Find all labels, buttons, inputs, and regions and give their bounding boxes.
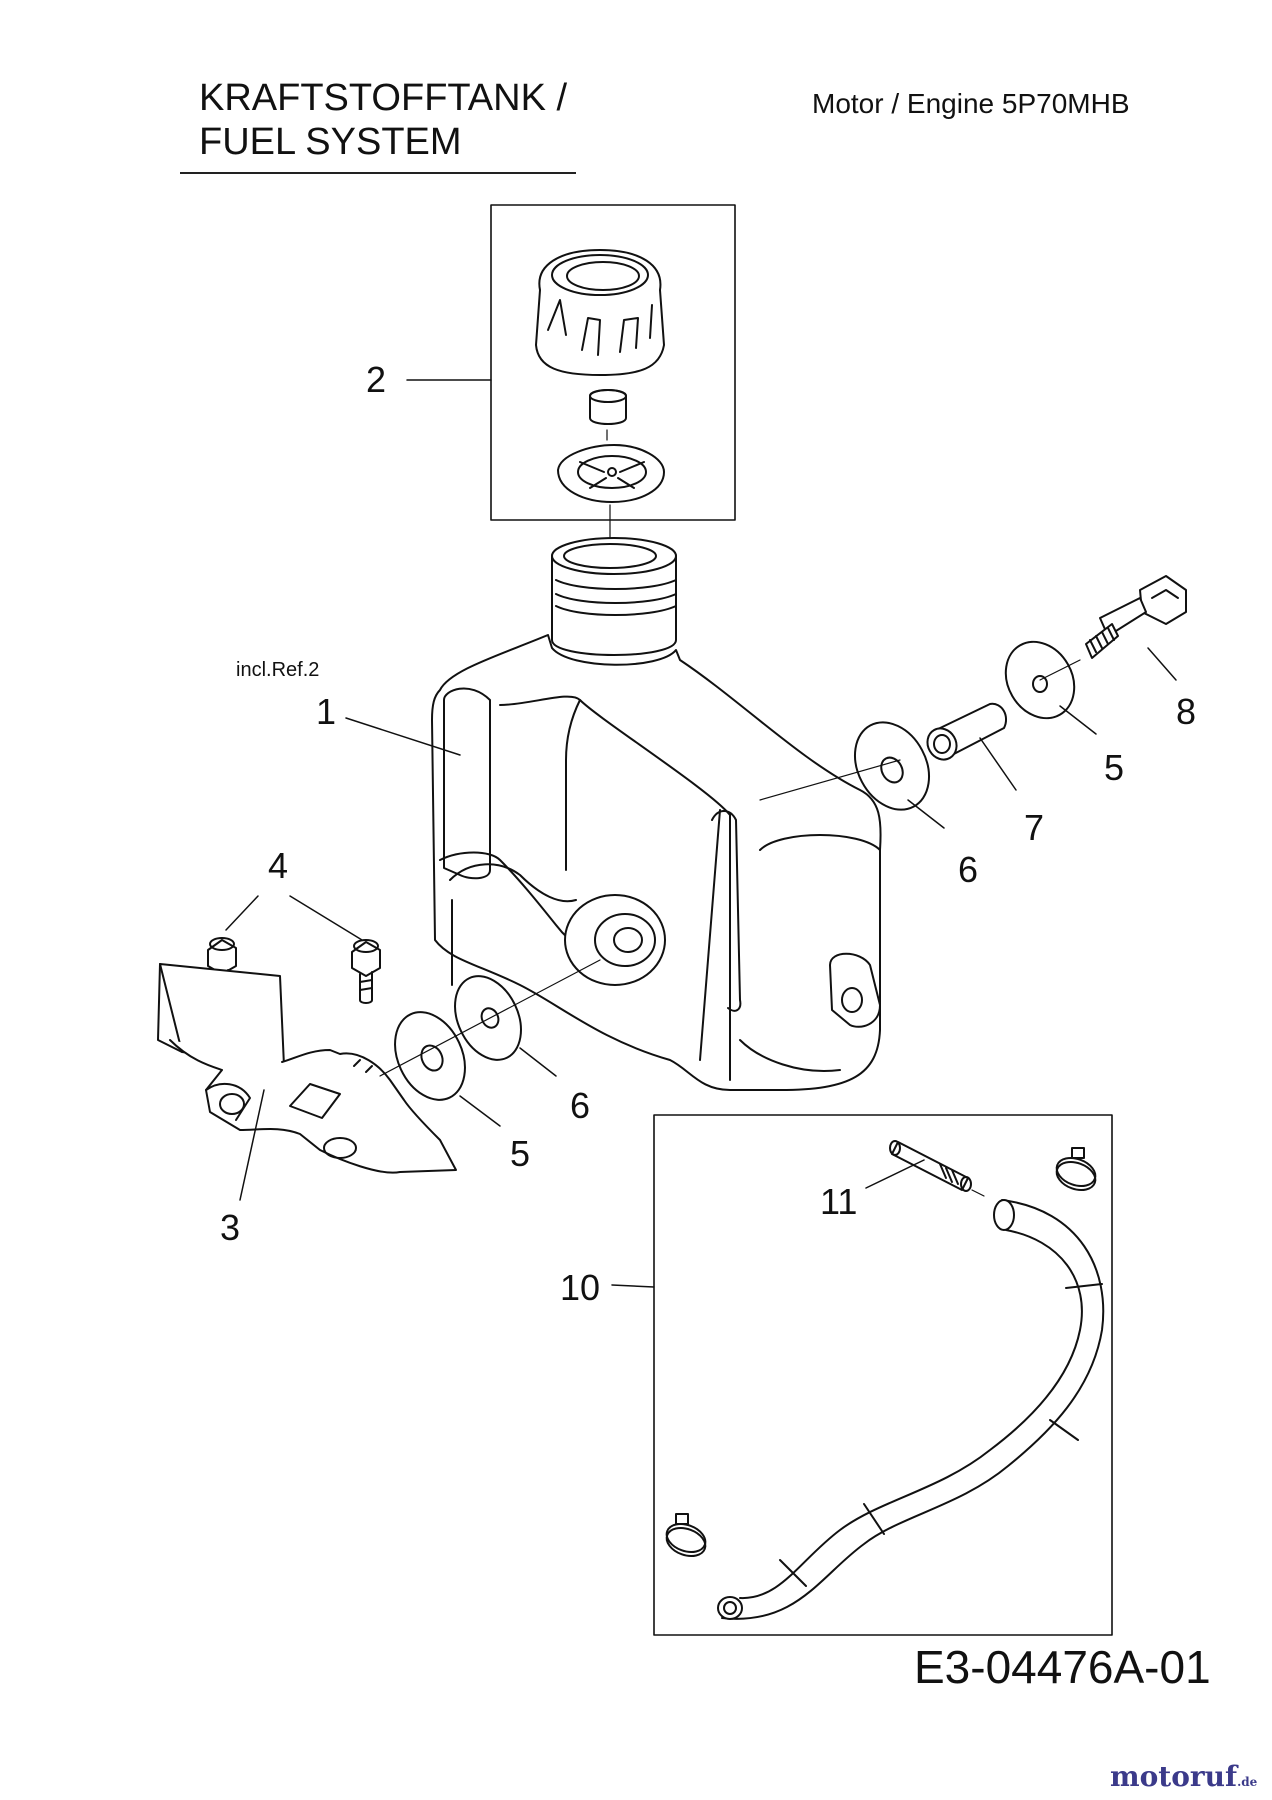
callout-1: 1 — [316, 691, 336, 732]
centerline-right-mount — [759, 759, 901, 801]
callout-5-right: 5 — [1104, 747, 1124, 788]
title-underline — [180, 172, 576, 174]
leader-line-8 — [1147, 647, 1177, 681]
leader-line-10 — [611, 1284, 655, 1288]
callout-4: 4 — [268, 845, 288, 886]
cap-assembly-box — [490, 204, 736, 521]
callout-8: 8 — [1176, 691, 1196, 732]
incl-ref-note: incl.Ref.2 — [236, 659, 319, 681]
fuel-tank — [431, 537, 882, 1091]
fuel-line-box — [653, 1114, 1113, 1636]
hose-clamp-lower — [665, 1513, 707, 1558]
cap-seal — [589, 389, 627, 425]
leader-line-4a — [225, 895, 259, 931]
title-line-2: FUEL SYSTEM — [199, 121, 462, 163]
callout-10: 10 — [560, 1267, 600, 1308]
callout-6-left: 6 — [570, 1085, 590, 1126]
title-line-1: KRAFTSTOFFTANK / — [199, 77, 568, 119]
hose-clamp-upper — [1055, 1147, 1097, 1192]
callout-5-left: 5 — [510, 1133, 530, 1174]
fuel-filter-pin — [889, 1140, 972, 1192]
engine-model: Motor / Engine 5P70MHB — [812, 88, 1130, 119]
brand-suffix: .de — [1237, 1775, 1258, 1789]
leader-line-3 — [239, 1089, 265, 1201]
brand-name: motoruf — [1110, 1760, 1238, 1793]
leader-line-11 — [865, 1159, 925, 1189]
fuel-cap — [535, 249, 665, 376]
spacer-sleeve — [926, 702, 1008, 761]
fuel-hose — [717, 1199, 1105, 1620]
diagram-title: KRAFTSTOFFTANK / FUEL SYSTEM — [199, 76, 567, 164]
screw-right — [351, 939, 381, 1004]
leader-line-4b — [289, 895, 363, 941]
callout-3: 3 — [220, 1207, 240, 1248]
bolt — [1085, 575, 1187, 659]
washer-left — [394, 1011, 466, 1101]
cap-vent-disc — [557, 444, 665, 503]
rubber-washer-right — [854, 721, 930, 811]
centerline-left-mount — [379, 959, 601, 1077]
callout-11: 11 — [820, 1181, 857, 1222]
brand-watermark: motoruf.de — [1110, 1760, 1257, 1793]
callout-2: 2 — [366, 359, 386, 400]
heat-shield-bracket — [157, 963, 457, 1174]
callout-6-right: 6 — [958, 849, 978, 890]
callout-7: 7 — [1024, 807, 1044, 848]
drawing-code: E3-04476A-01 — [914, 1641, 1211, 1693]
leader-line-1 — [345, 717, 461, 756]
